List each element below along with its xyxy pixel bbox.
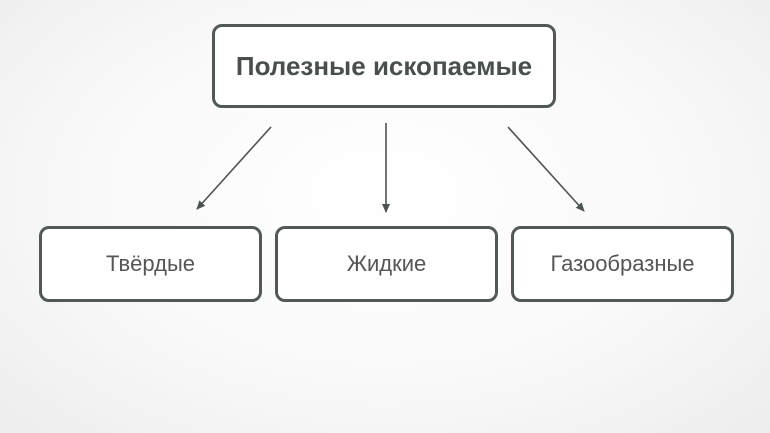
child-node-gas: Газообразные xyxy=(511,226,734,302)
child-node-label: Твёрдые xyxy=(105,251,195,276)
root-node-label: Полезные ископаемые xyxy=(235,51,533,81)
arrow-to-gas xyxy=(507,126,585,212)
child-node-solid: Твёрдые xyxy=(39,226,262,302)
arrow-to-solid xyxy=(196,126,272,210)
child-node-label: Жидкие xyxy=(346,251,427,276)
root-node: Полезные ископаемые xyxy=(212,24,556,108)
child-node-label: Газообразные xyxy=(550,251,695,276)
child-node-liquid: Жидкие xyxy=(275,226,498,302)
